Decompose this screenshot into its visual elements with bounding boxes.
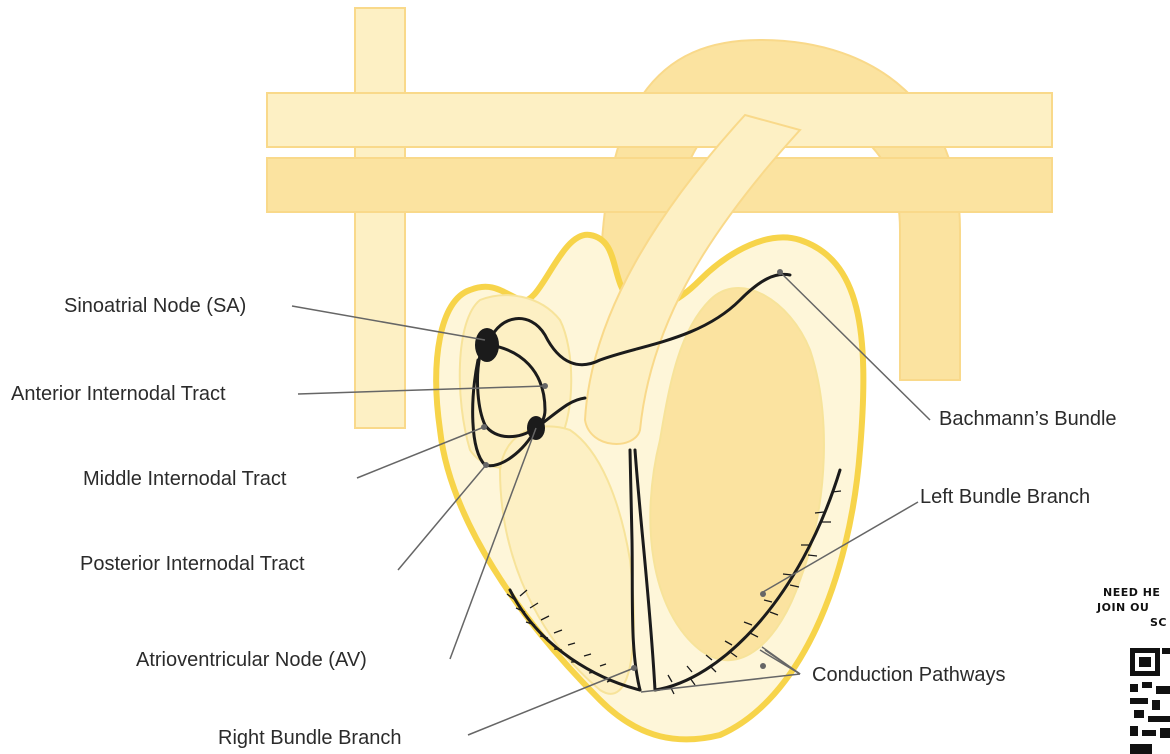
- label-bachmann: Bachmann’s Bundle: [939, 407, 1117, 431]
- label-right-bundle: Right Bundle Branch: [218, 726, 401, 750]
- sa-node: [475, 328, 499, 362]
- promo-line-3: SC: [1150, 615, 1167, 631]
- label-posterior-tract: Posterior Internodal Tract: [80, 552, 305, 576]
- label-left-bundle: Left Bundle Branch: [920, 485, 1090, 509]
- qr-code-icon: [1130, 646, 1170, 754]
- pulmonary-band-upper: [267, 93, 1052, 147]
- label-middle-tract: Middle Internodal Tract: [83, 467, 286, 491]
- promo-line-1: NEED HE: [1103, 585, 1160, 601]
- label-sa-node: Sinoatrial Node (SA): [64, 294, 246, 318]
- label-av-node: Atrioventricular Node (AV): [136, 648, 367, 672]
- promo-line-2: JOIN OU: [1097, 600, 1149, 616]
- vena-cava: [355, 8, 405, 428]
- label-conduction: Conduction Pathways: [812, 663, 1005, 687]
- label-anterior-tract: Anterior Internodal Tract: [11, 382, 226, 406]
- pulmonary-band-lower: [267, 158, 1052, 212]
